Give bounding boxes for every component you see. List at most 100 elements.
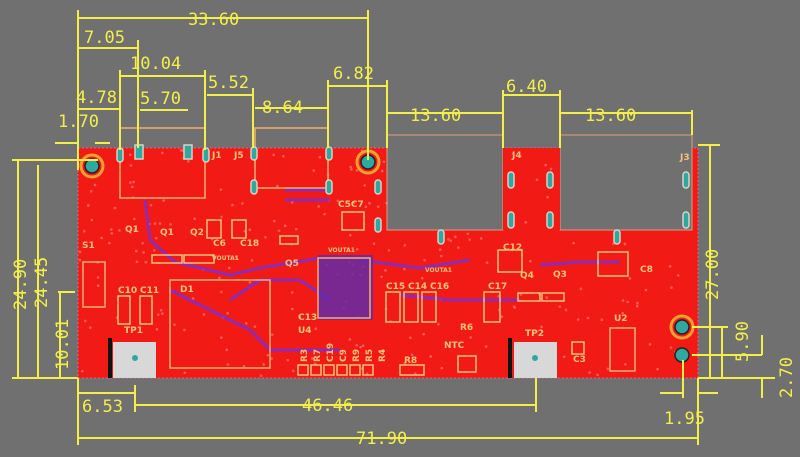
via [277, 229, 281, 233]
via [519, 293, 523, 296]
ref-u2: U2 [614, 314, 628, 324]
via [621, 311, 624, 315]
via [272, 219, 276, 223]
via [89, 189, 93, 193]
connector-j4-left-outline [386, 134, 504, 231]
dim-7-05: 7.05 [84, 28, 125, 48]
via [352, 201, 356, 204]
smd-pad [517, 292, 541, 302]
via [291, 307, 294, 311]
ref-voutai-2: VOUTA1 [328, 247, 355, 254]
via [152, 249, 156, 252]
ref-c17: C17 [488, 282, 507, 292]
ref-d1: D1 [180, 285, 194, 295]
via [276, 184, 279, 188]
via [564, 308, 568, 312]
smd-pad [151, 254, 183, 264]
via [429, 355, 432, 358]
via [312, 169, 316, 172]
ref-c11: C11 [140, 286, 159, 296]
via [286, 358, 290, 362]
via [437, 322, 440, 326]
ref-r4: R4 [378, 349, 388, 362]
via [133, 228, 137, 231]
via [161, 312, 164, 315]
via [372, 242, 376, 246]
dim-6-53: 6.53 [82, 397, 123, 417]
via [380, 169, 384, 173]
via [248, 281, 252, 284]
via [410, 353, 414, 357]
via [572, 241, 575, 245]
via [227, 266, 231, 270]
ref-c9: C9 [339, 349, 349, 362]
dimension-lines [12, 10, 775, 445]
via [132, 217, 136, 221]
smd-pad [483, 291, 501, 323]
via [635, 304, 639, 308]
dim-24-90: 24.90 [11, 259, 31, 310]
ref-c18: C18 [240, 239, 259, 249]
via [368, 202, 371, 205]
via [628, 277, 632, 280]
via [226, 363, 230, 366]
via [588, 371, 591, 374]
ref-q1: Q1 [125, 225, 139, 235]
via [384, 269, 387, 272]
smd-pad [457, 355, 477, 373]
via [317, 205, 321, 208]
via [250, 259, 254, 262]
via [376, 205, 380, 208]
ref-q2: Q2 [190, 228, 204, 238]
via [512, 305, 516, 309]
via [420, 276, 424, 280]
via [270, 333, 274, 336]
via [318, 155, 322, 159]
via [314, 327, 318, 331]
via [468, 238, 471, 241]
via [422, 332, 425, 336]
via [355, 343, 358, 347]
via [500, 315, 504, 318]
smd-pad [541, 292, 565, 302]
ref-j3: J3 [679, 153, 690, 163]
via [220, 336, 223, 340]
via [676, 274, 680, 277]
via [546, 195, 549, 199]
ref-j5: J5 [233, 151, 244, 161]
ref-tp1: TP1 [124, 326, 143, 336]
dim-71-90: 71.90 [356, 429, 407, 449]
via [155, 327, 159, 331]
via [298, 315, 302, 319]
smd-pad [206, 219, 222, 239]
via [670, 286, 673, 289]
smd-pads [117, 211, 629, 376]
dim-13-60-left: 13.60 [410, 106, 461, 126]
via [545, 296, 549, 299]
ref-j4: J4 [511, 151, 522, 161]
via [144, 260, 148, 264]
via [259, 374, 263, 377]
smd-pad [336, 364, 348, 376]
ref-c16: C16 [430, 282, 449, 292]
via [558, 305, 562, 308]
via [244, 321, 248, 325]
via [132, 180, 135, 184]
smd-pad [385, 291, 401, 323]
via [129, 153, 132, 157]
via [361, 344, 365, 347]
via [88, 326, 92, 329]
via [409, 336, 412, 340]
via [270, 357, 273, 360]
via [431, 282, 434, 285]
via [576, 318, 580, 321]
ref-q3: Q3 [553, 270, 567, 280]
via [129, 164, 133, 167]
via [291, 369, 295, 373]
ref-r9: R9 [352, 349, 362, 362]
dim-4-78: 4.78 [76, 88, 117, 108]
via [183, 371, 187, 375]
via [78, 258, 82, 262]
ref-c13: C13 [298, 313, 317, 323]
via [294, 227, 298, 231]
